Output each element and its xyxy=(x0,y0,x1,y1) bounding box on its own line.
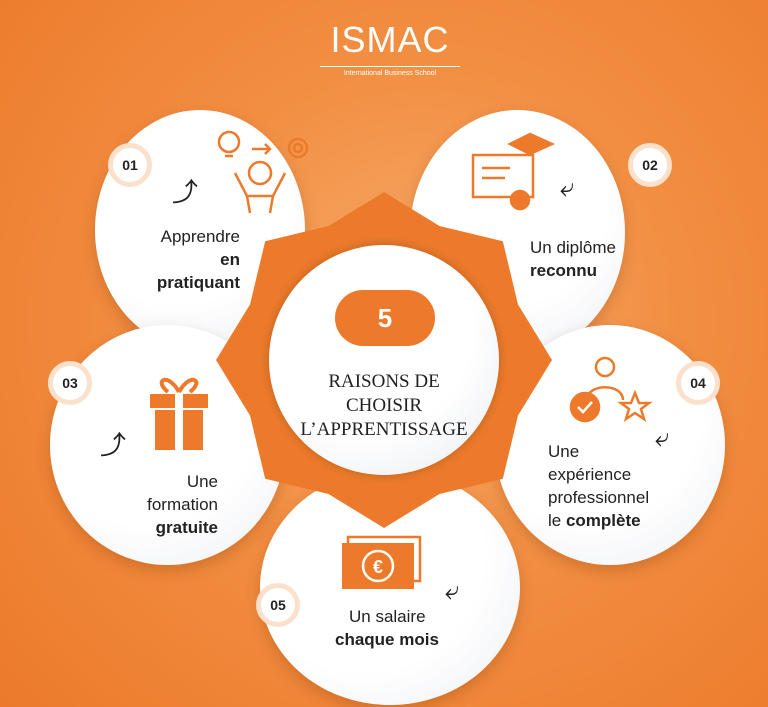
euro-banknote-icon: € xyxy=(342,535,422,589)
reason-text-01: Apprendre en pratiquant xyxy=(140,225,240,294)
curved-arrow-icon: ⤶ xyxy=(655,422,670,452)
reason-line: Un salaire xyxy=(349,607,426,626)
badge-03: 03 xyxy=(48,361,92,405)
badge-04: 04 xyxy=(676,361,720,405)
reason-line: Un diplôme xyxy=(530,238,616,257)
cloud-badge: 5 xyxy=(335,290,435,346)
reason-bold: gratuite xyxy=(155,518,218,537)
badge-01: 01 xyxy=(108,143,152,187)
center-circle xyxy=(269,245,499,475)
reason-bold: complète xyxy=(565,511,641,530)
reason-bold: pratiquant xyxy=(156,273,240,292)
gift-icon xyxy=(150,378,208,450)
reason-line: le xyxy=(548,511,566,530)
reason-line: professionnel xyxy=(548,488,650,507)
reason-line: formation xyxy=(147,495,218,514)
center-title: RAISONS DE CHOISIR L’APPRENTISSAGE xyxy=(289,370,479,442)
reason-text-04: Une expérience professionnel le complète xyxy=(548,440,649,532)
badge-05: 05 xyxy=(256,583,300,627)
reason-text-02: Un diplôme reconnu xyxy=(530,236,616,282)
curved-arrow-icon: ⤴ xyxy=(172,177,199,207)
reason-text-03: Une formation gratuite xyxy=(118,470,218,539)
title-line: RAISONS DE xyxy=(328,371,440,392)
title-line: L’APPRENTISSAGE xyxy=(300,419,468,440)
title-line: CHOISIR xyxy=(345,395,422,416)
person-award-star-icon xyxy=(569,356,653,423)
reason-bold: chaque mois xyxy=(335,630,439,649)
svg-text:€: € xyxy=(373,557,383,577)
reason-line: Apprendre xyxy=(160,227,240,246)
reason-text-05: Un salaire chaque mois xyxy=(335,605,439,651)
badge-02: 02 xyxy=(628,143,672,187)
logo-subtitle: International Business School xyxy=(320,66,460,77)
reason-line: expérience xyxy=(548,465,632,484)
lightbulb-person-gear-icon xyxy=(217,130,309,214)
logo-name: ISMAC xyxy=(330,19,450,60)
reasons-count: 5 xyxy=(377,302,393,333)
reason-line: Une xyxy=(186,472,218,491)
reason-line: Une xyxy=(548,442,580,461)
diploma-graduation-cap-icon xyxy=(471,132,556,211)
curved-arrow-icon: ⤴ xyxy=(100,430,127,460)
reason-bold: en xyxy=(220,250,240,269)
curved-arrow-icon: ⤶ xyxy=(445,575,460,605)
ismac-logo: ISMAC International Business School xyxy=(320,20,460,77)
curved-arrow-icon: ⤶ xyxy=(560,172,575,202)
reason-bold: reconnu xyxy=(530,261,598,280)
